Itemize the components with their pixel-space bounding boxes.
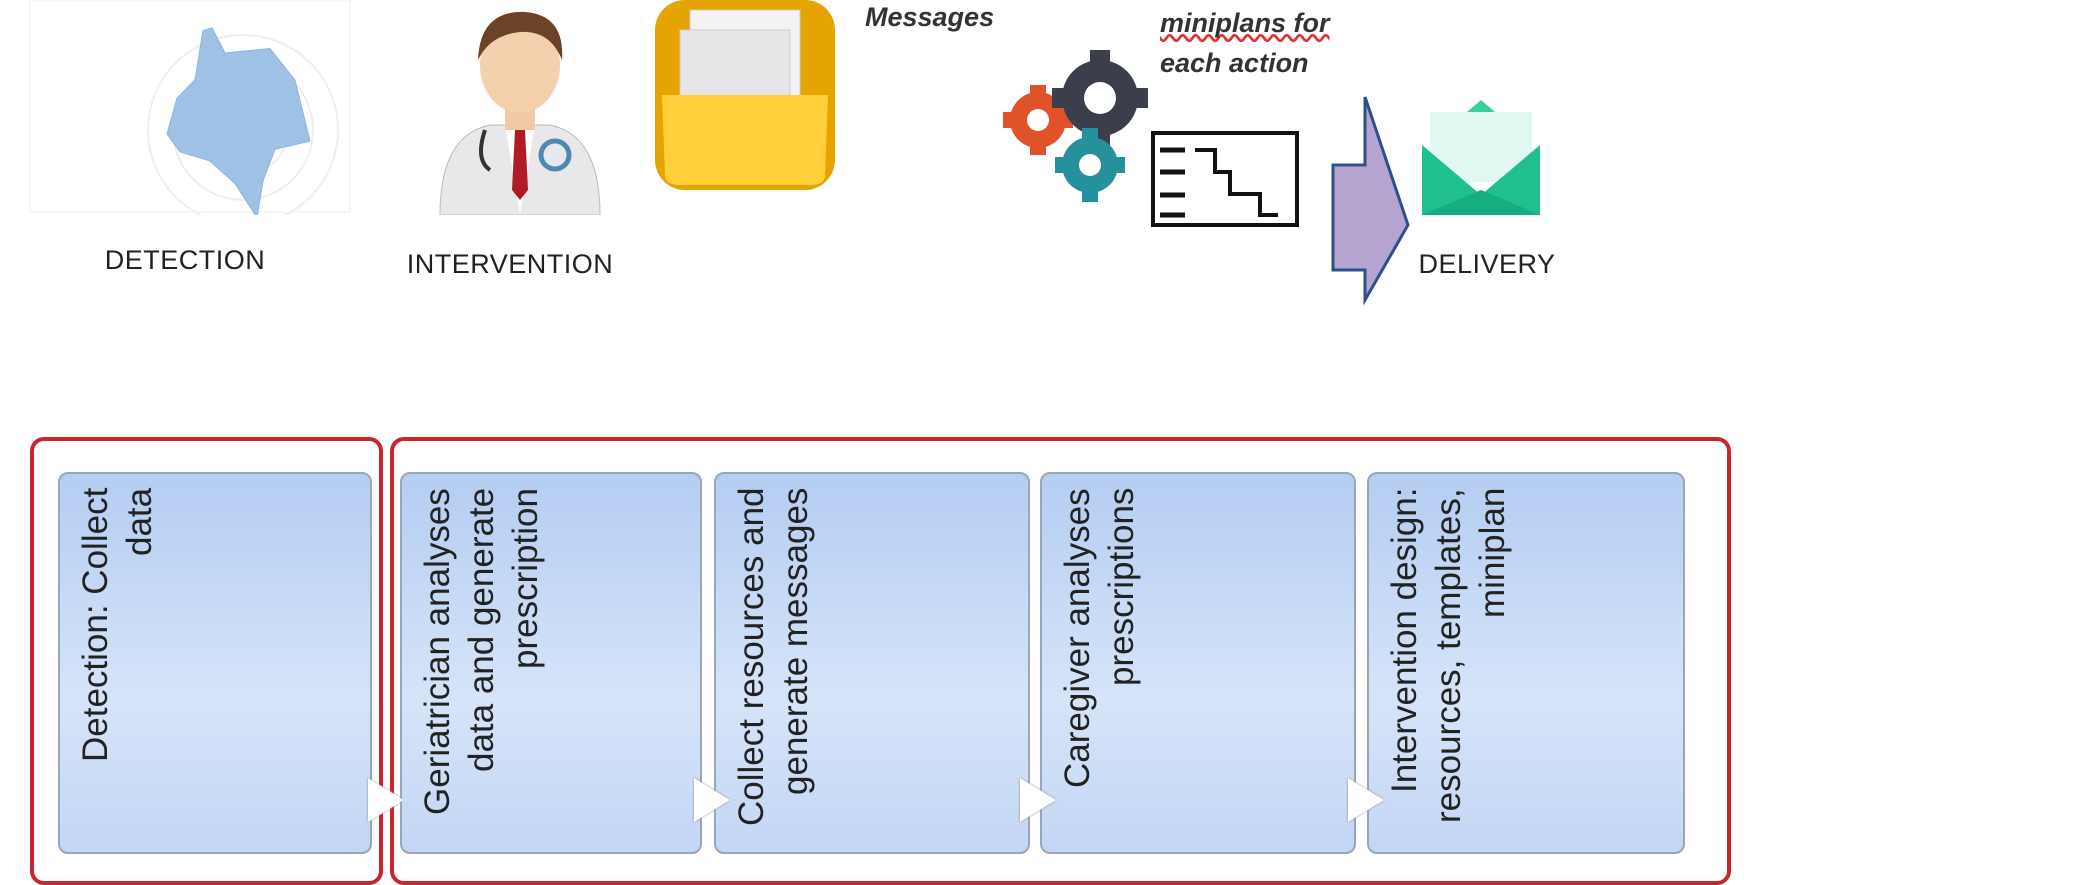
gantt-chart-icon bbox=[1151, 131, 1299, 227]
doctor-icon bbox=[439, 11, 601, 215]
flow-arrow-icon bbox=[1020, 778, 1056, 822]
intervention-label: INTERVENTION bbox=[406, 249, 614, 279]
step-text: Collect resources and generate messages bbox=[732, 488, 815, 827]
delivery-label: DELIVERY bbox=[1418, 249, 1556, 279]
flow-arrow-icon bbox=[368, 778, 404, 822]
step-box-detection: Detection: Collect data bbox=[58, 472, 372, 854]
gears-icon bbox=[1003, 50, 1148, 202]
miniplans-caption-line2: each action bbox=[1160, 48, 1309, 78]
step-box-caregiver: Caregiver analyses prescriptions bbox=[1040, 472, 1356, 854]
folder-icon bbox=[655, 0, 835, 190]
messages-caption: Messages bbox=[865, 2, 995, 32]
radar-chart-thumbnail bbox=[29, 0, 351, 215]
miniplans-caption-line1: miniplans for bbox=[1160, 8, 1330, 38]
envelope-icon bbox=[1422, 100, 1540, 215]
flow-arrow-icon bbox=[1348, 778, 1384, 822]
step-box-intervention-design: Intervention design: resources, template… bbox=[1367, 472, 1685, 854]
step-text: Intervention design: resources, template… bbox=[1385, 488, 1512, 823]
detection-label: DETECTION bbox=[104, 245, 266, 275]
step-text: Caregiver analyses prescriptions bbox=[1058, 488, 1141, 788]
step-box-geriatrician: Geriatrician analyses data and generate … bbox=[400, 472, 702, 854]
step-text: Geriatrician analyses data and generate … bbox=[418, 488, 545, 815]
flow-arrow-icon bbox=[694, 778, 730, 822]
delivery-arrow-icon bbox=[1331, 96, 1410, 305]
step-text: Detection: Collect data bbox=[76, 488, 159, 763]
step-box-collect-resources: Collect resources and generate messages bbox=[714, 472, 1030, 854]
